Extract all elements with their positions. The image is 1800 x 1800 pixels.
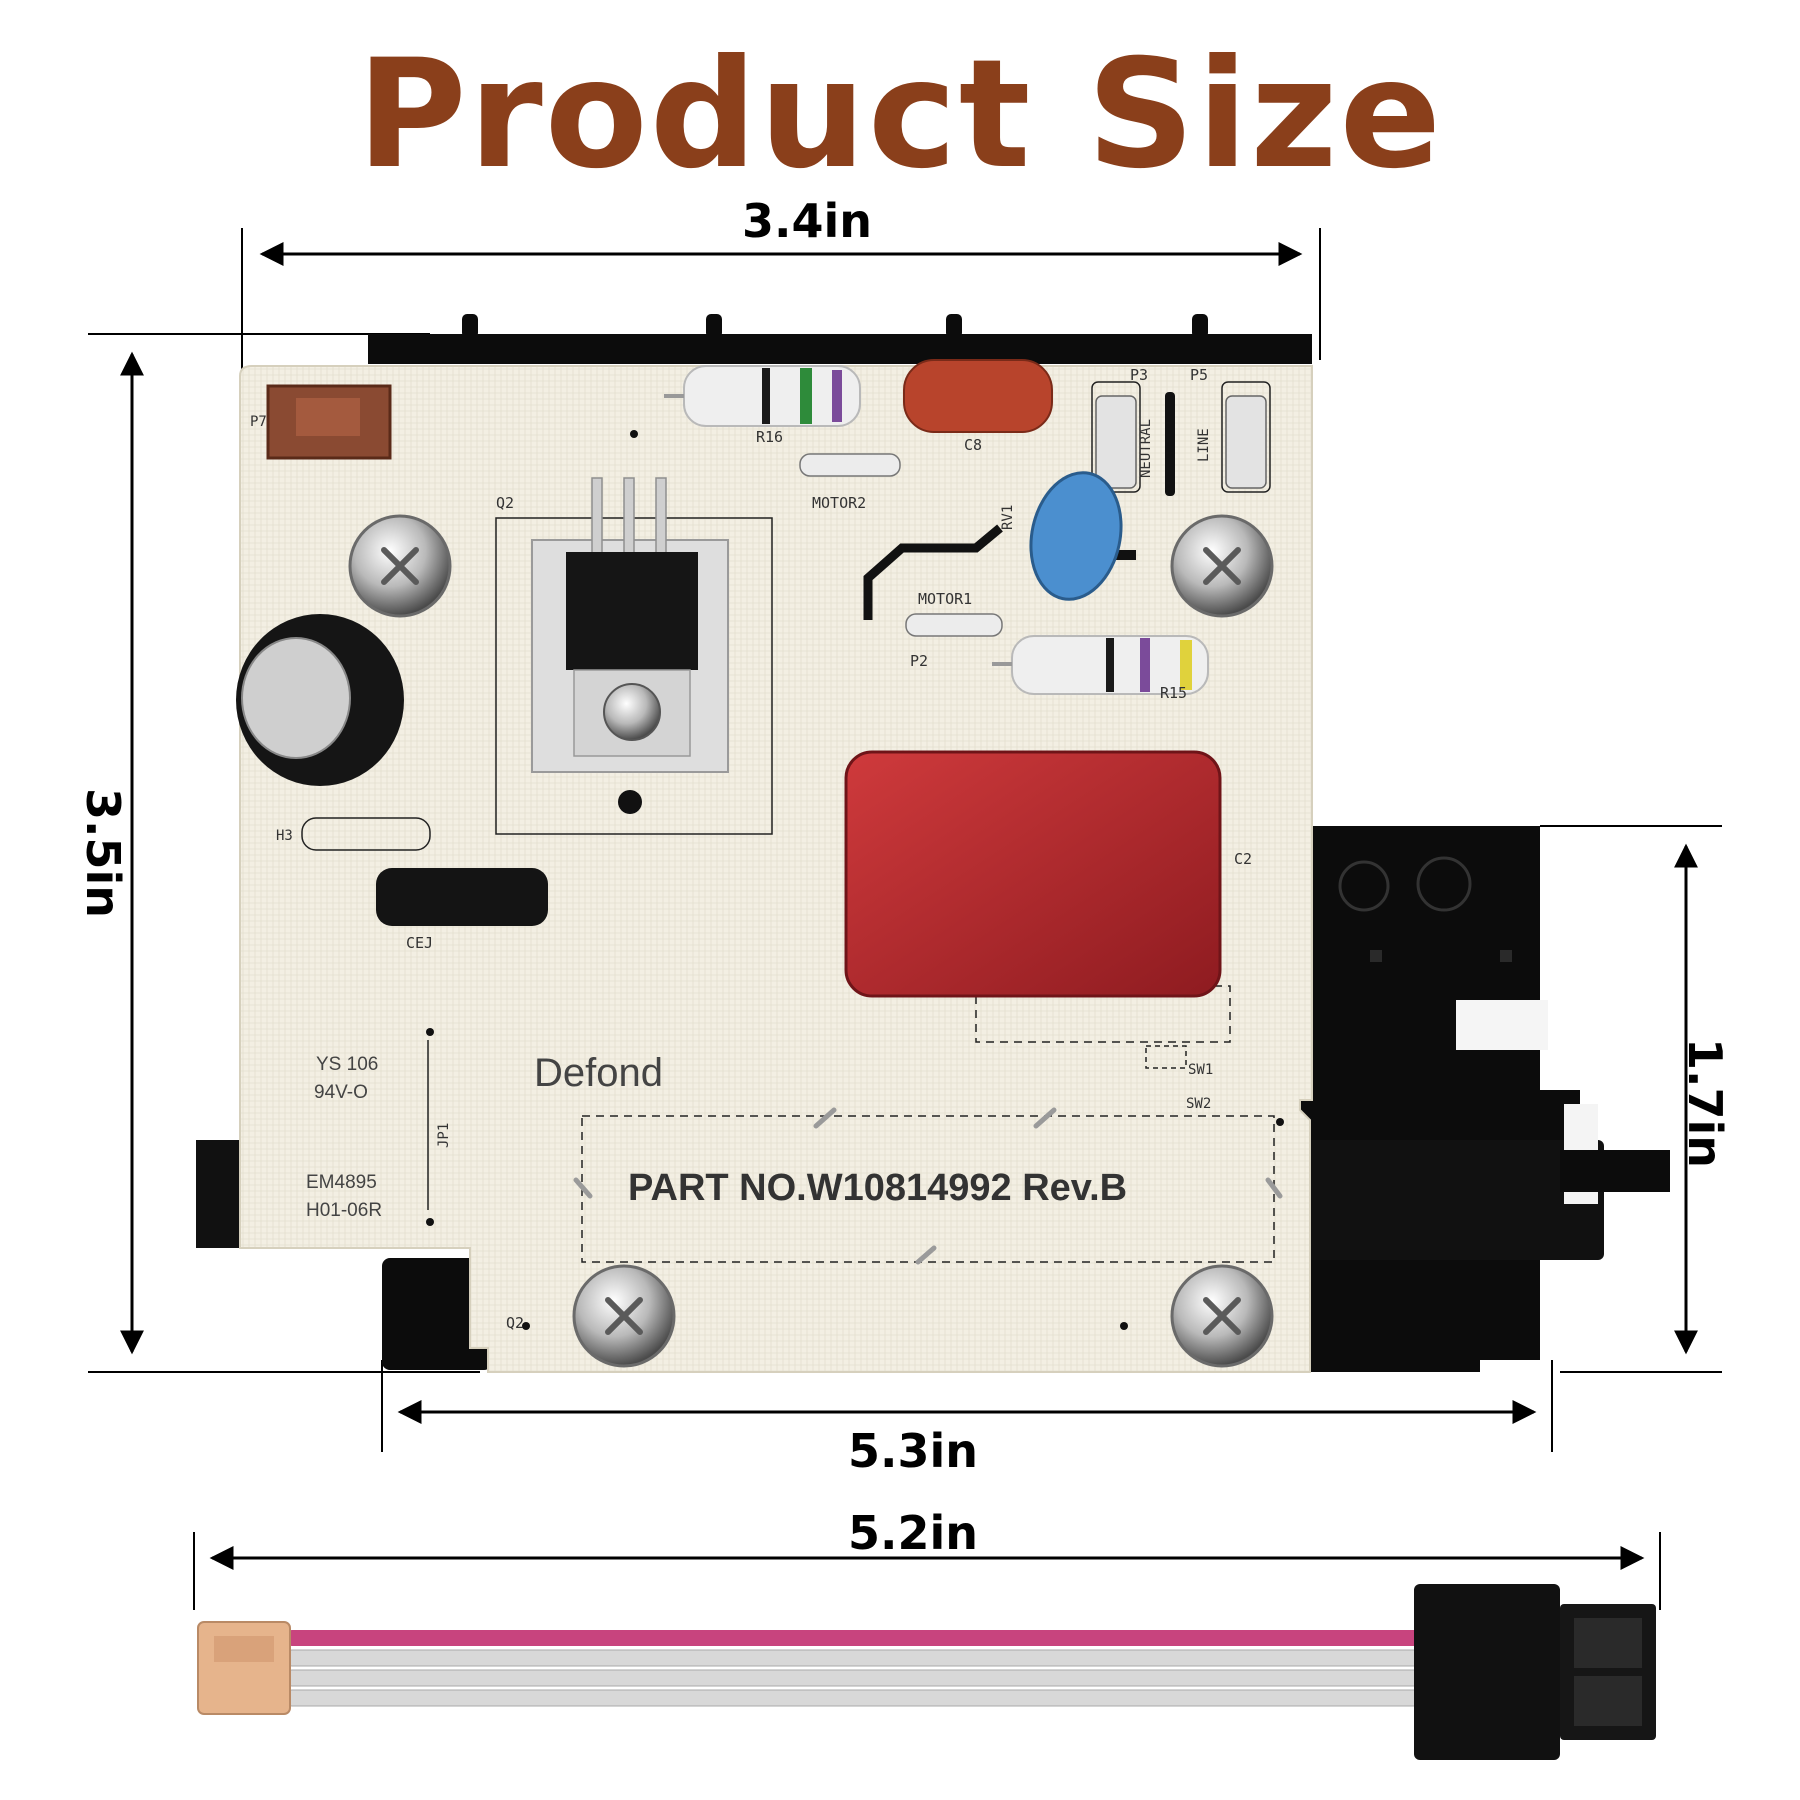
marking-em4895: EM4895 [306,1172,377,1193]
label-cej: CEJ [406,934,433,952]
label-motor2: MOTOR2 [812,494,866,512]
page-title: Product Size [356,28,1444,202]
label-c8: C8 [964,436,982,454]
dimension-lines [88,228,1722,1610]
label-q2-top: Q2 [496,494,514,512]
dimension-width-bottom: 5.3in [848,1424,979,1478]
label-neutral: NEUTRAL [1138,419,1154,478]
label-p7: P7 [250,414,267,430]
label-c2: C2 [1234,850,1252,868]
brand-defond: Defond [534,1051,663,1095]
black-housing [196,314,1670,1372]
black-connector [1414,1584,1560,1760]
wire-harness [197,1584,1656,1760]
label-r15: R15 [1160,684,1187,702]
label-sw2: SW2 [1186,1096,1211,1112]
tan-connector [197,1621,291,1715]
label-motor1: MOTOR1 [918,590,972,608]
label-h3: H3 [276,828,293,844]
label-q2-bottom: Q2 [506,1314,524,1332]
marking-ys106: YS 106 [316,1054,378,1075]
label-p3: P3 [1130,366,1148,384]
label-jp1: JP1 [436,1123,452,1148]
label-rv1: RV1 [1000,505,1016,530]
marking-94v0: 94V-O [314,1082,368,1103]
marking-h01-06r: H01-06R [306,1200,382,1221]
label-p2: P2 [910,652,928,670]
label-p5: P5 [1190,366,1208,384]
dimension-width-top: 3.4in [742,194,873,248]
label-r16: R16 [756,428,783,446]
circuit-board: P7 R16 C8 P3 P5 NEUTRAL LINE MOTOR2 Q2 R… [236,359,1313,1373]
part-number: PART NO.W10814992 Rev.B [628,1167,1127,1209]
label-sw1: SW1 [1188,1062,1213,1078]
label-line: LINE [1196,428,1212,462]
